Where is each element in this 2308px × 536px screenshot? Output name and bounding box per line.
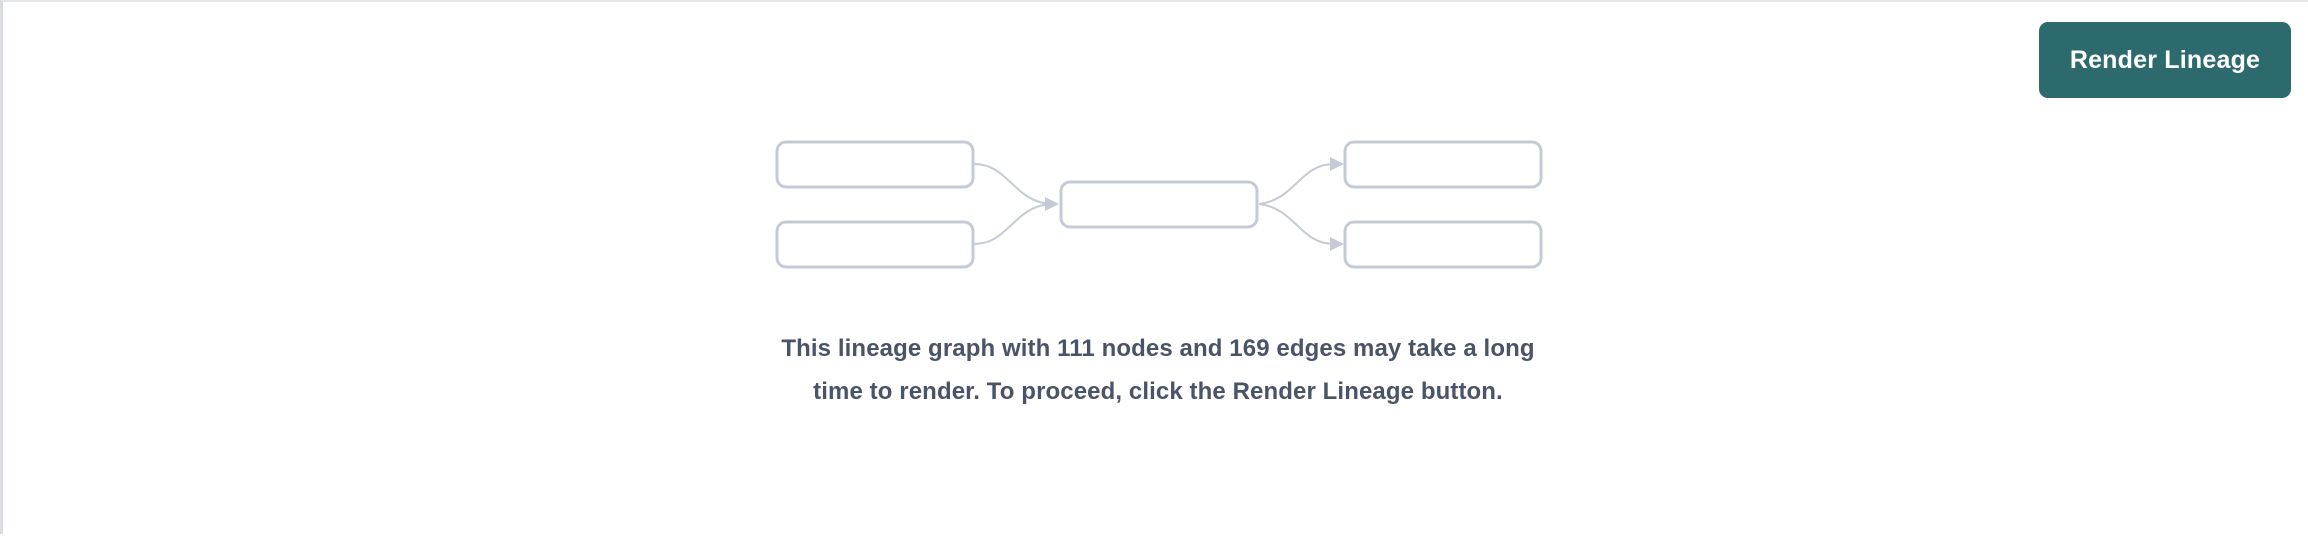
arrowhead-into-center: [1045, 197, 1059, 211]
lineage-warning-message: This lineage graph with 111 nodes and 16…: [781, 335, 1535, 405]
edge-center-to-right-top: [1258, 163, 1335, 205]
lineage-graph-placeholder: [3, 2, 2308, 536]
lineage-node-left-top: [775, 140, 975, 189]
lineage-node-right-top: [1343, 140, 1543, 189]
edge-left-top-to-center: [973, 163, 1050, 205]
render-lineage-button[interactable]: Render Lineage: [2039, 22, 2291, 98]
edge-center-to-right-bottom: [1258, 203, 1335, 245]
lineage-graph-svg: [775, 140, 1543, 269]
arrowhead-into-right-bottom: [1330, 237, 1344, 251]
lineage-node-left-bottom: [775, 220, 975, 269]
lineage-node-right-bottom: [1343, 220, 1543, 269]
arrowhead-into-right-top: [1330, 157, 1344, 171]
edge-left-bottom-to-center: [973, 203, 1050, 245]
lineage-node-center: [1059, 180, 1259, 229]
